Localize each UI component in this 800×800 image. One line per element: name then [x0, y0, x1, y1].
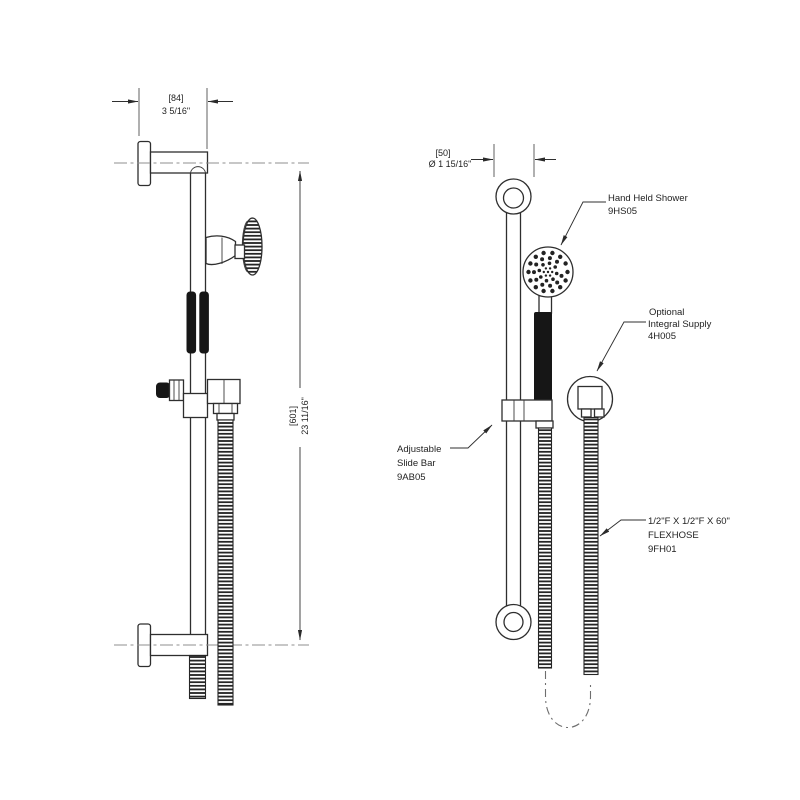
- dim-height-metric: [601]: [288, 406, 298, 426]
- slide-bracket-front: [501, 399, 554, 429]
- callout-hand-held-shower-label: Hand Held Shower: [608, 193, 688, 204]
- side-view: [84] 3 5/16" [601] 23 11/16": [112, 88, 310, 706]
- dim-escutcheon: [50] Ø 1 15/16": [429, 144, 556, 177]
- callout-slide-bar-part: 9AB05: [397, 472, 426, 483]
- callout-slide-bar-line2: Slide Bar: [397, 458, 436, 469]
- callout-integral-supply: Optional Integral Supply 4H005: [596, 307, 712, 372]
- hose-loop-phantom: [544, 671, 592, 729]
- callout-flexhose-part: 9FH01: [648, 544, 677, 555]
- dim-escutcheon-imperial: Ø 1 15/16": [429, 159, 472, 169]
- dim-width-metric: [84]: [168, 93, 183, 103]
- dim-width-imperial: 3 5/16": [162, 106, 190, 116]
- dim-escutcheon-metric: [50]: [435, 148, 450, 158]
- callout-integral-supply-part: 4H005: [648, 331, 676, 342]
- callout-flexhose-line2: FLEXHOSE: [648, 530, 699, 541]
- callout-integral-supply-line1: Optional: [649, 307, 684, 318]
- callout-flexhose: 1/2"F X 1/2"F X 60" FLEXHOSE 9FH01: [599, 516, 730, 555]
- callout-flexhose-line1: 1/2"F X 1/2"F X 60": [648, 516, 730, 527]
- hand-shower-side: [186, 217, 263, 354]
- callout-hand-held-shower: Hand Held Shower 9HS05: [560, 193, 688, 246]
- callout-hand-held-shower-part: 9HS05: [608, 206, 637, 217]
- spray-face-dots: [526, 250, 570, 294]
- mount-escutcheon-top: [495, 178, 532, 215]
- dim-width: [84] 3 5/16": [112, 88, 233, 149]
- callout-slide-bar-line1: Adjustable: [397, 444, 441, 455]
- callout-slide-bar: Adjustable Slide Bar 9AB05: [397, 424, 493, 483]
- supply-elbow: [566, 375, 614, 423]
- flex-hose-front: [537, 416, 599, 729]
- hand-shower-front: [522, 246, 574, 403]
- dim-height: [601] 23 11/16": [288, 170, 310, 641]
- mount-escutcheon-bottom: [495, 603, 532, 641]
- callout-integral-supply-line2: Integral Supply: [648, 319, 712, 330]
- dim-height-imperial: 23 11/16": [300, 397, 310, 435]
- shower-hose-side: [188, 419, 234, 706]
- slider-mechanism-side: [156, 378, 241, 421]
- front-view: [50] Ø 1 15/16" Hand Held Shower 9HS05 O…: [397, 144, 730, 729]
